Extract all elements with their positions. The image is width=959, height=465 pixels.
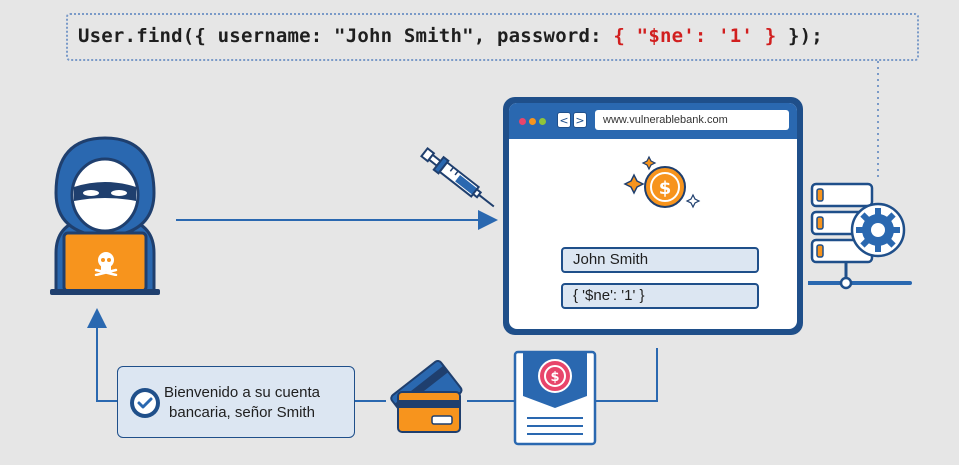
browser-content: < > www.vulnerablebank.com $ John Smith … (509, 103, 797, 329)
check-icon (130, 388, 160, 418)
document-icon: $ (513, 350, 597, 446)
query-code-box: User.find({ username: "John Smith", pass… (66, 13, 919, 61)
username-field[interactable]: John Smith (561, 247, 759, 273)
password-field[interactable]: { '$ne': '1' } (561, 283, 759, 309)
forward-button[interactable]: > (573, 112, 587, 128)
credit-card-icon (390, 359, 463, 433)
server-icon (808, 182, 912, 290)
browser-window: < > www.vulnerablebank.com $ John Smith … (503, 97, 803, 335)
query-code-line: User.find({ username: "John Smith", pass… (78, 25, 823, 47)
welcome-message-box: Bienvenido a su cuenta bancaria, señor S… (117, 366, 355, 438)
svg-text:$: $ (550, 370, 559, 385)
welcome-line-1: Bienvenido a su cuenta (164, 384, 320, 401)
window-dot-red (519, 118, 526, 125)
syringe-icon (420, 146, 495, 208)
skull-icon (94, 252, 118, 276)
code-injection: { "$ne': '1' } (613, 25, 777, 47)
window-dot-green (539, 118, 546, 125)
code-prefix: User.find({ username: "John Smith", pass… (78, 25, 614, 47)
window-dot-orange (529, 118, 536, 125)
gear-icon (850, 202, 906, 258)
code-suffix: }); (776, 25, 823, 47)
welcome-message: Bienvenido a su cuenta bancaria, señor S… (164, 383, 320, 423)
dollar-coin-icon: $ (623, 155, 701, 209)
back-button[interactable]: < (557, 112, 571, 128)
browser-toolbar: < > www.vulnerablebank.com (509, 103, 797, 139)
welcome-line-2: bancaria, señor Smith (169, 404, 315, 421)
svg-text:$: $ (659, 178, 672, 199)
url-bar[interactable]: www.vulnerablebank.com (595, 110, 789, 130)
